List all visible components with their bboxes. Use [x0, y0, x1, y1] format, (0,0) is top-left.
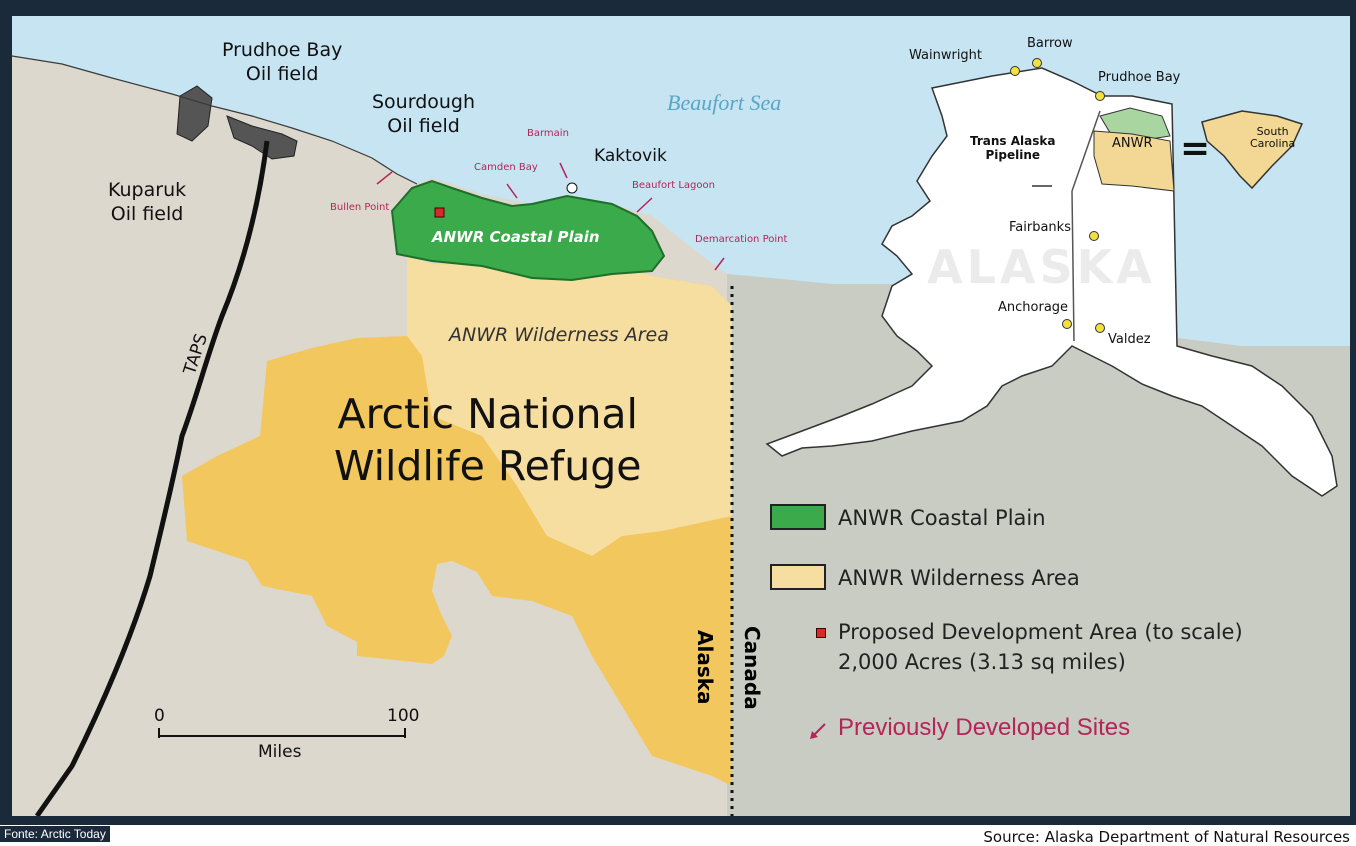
taps-pipeline [34, 140, 270, 816]
beaufort-sea-label: Beaufort Sea [667, 90, 782, 115]
pipeline-label: Trans Alaska Pipeline [970, 134, 1056, 162]
prudhoe-bay-city-label: Prudhoe Bay [1098, 70, 1181, 85]
camden-bay-label: Camden Bay [474, 162, 538, 173]
kuparuk-oil-field-label: Kuparuk Oil field [108, 179, 187, 225]
legend-proposed-line1: Proposed Development Area (to scale) [838, 620, 1243, 644]
beaufort-lagoon-label: Beaufort Lagoon [632, 180, 715, 191]
legend-previous-arrow-icon [810, 723, 826, 739]
coastal-plain-area [390, 179, 666, 282]
equals-sign: = [1180, 128, 1211, 169]
anchorage-label: Anchorage [998, 300, 1069, 315]
bullen-point-label: Bullen Point [330, 202, 390, 213]
barrow-label: Barrow [1027, 36, 1073, 51]
legend-proposed-marker [816, 628, 826, 638]
scale-unit: Miles [258, 742, 302, 762]
legend-coastal-plain-swatch [770, 504, 826, 530]
fairbanks-label: Fairbanks [1009, 220, 1071, 235]
prudhoe-oil-field-label: Prudhoe Bay Oil field [222, 39, 343, 85]
map-panel: Beaufort Sea Prudhoe Bay Oil field Sourd… [12, 16, 1350, 816]
map-graphic [12, 55, 1350, 816]
legend-proposed-line2: 2,000 Acres (3.13 sq miles) [838, 650, 1126, 674]
sourdough-oil-field-label: Sourdough Oil field [372, 91, 476, 137]
wainwright-label: Wainwright [909, 48, 983, 63]
legend-previous-sites: Previously Developed Sites [838, 714, 1131, 741]
barmain-label: Barmain [527, 128, 569, 139]
source-label: Source: Alaska Department of Natural Res… [983, 828, 1350, 846]
south-carolina-label: South Carolina [1250, 125, 1296, 150]
kuparuk-oil-field-shape [176, 85, 213, 142]
valdez-label: Valdez [1108, 332, 1151, 347]
south-carolina-shape [1201, 110, 1304, 190]
credit-label: Fonte: Arctic Today [0, 826, 110, 842]
scale-end: 100 [387, 706, 420, 726]
legend-wilderness: ANWR Wilderness Area [838, 566, 1080, 590]
scale-start: 0 [154, 706, 165, 726]
prudhoe-oil-field-shape [226, 115, 298, 160]
legend-coastal-plain: ANWR Coastal Plain [838, 506, 1046, 530]
anwr-inset-label: ANWR [1112, 136, 1153, 151]
proposed-development-marker [434, 207, 445, 218]
canada-border-label: Canada [740, 626, 764, 710]
wilderness-area-label: ANWR Wilderness Area [449, 324, 669, 346]
alaska-inset-ghost-label: ALASKA [927, 240, 1156, 294]
legend-wilderness-swatch [770, 564, 826, 590]
refuge-label: Arctic National Wildlife Refuge [334, 390, 642, 490]
alaska-inset-map [765, 58, 1338, 497]
demarcation-point-label: Demarcation Point [695, 234, 788, 245]
coastal-plain-label: ANWR Coastal Plain [432, 228, 600, 246]
previous-sites-arrows [376, 162, 725, 271]
alaska-border-label: Alaska [693, 630, 717, 705]
wilderness-area [407, 256, 732, 556]
kaktovik-label: Kaktovik [594, 146, 667, 166]
